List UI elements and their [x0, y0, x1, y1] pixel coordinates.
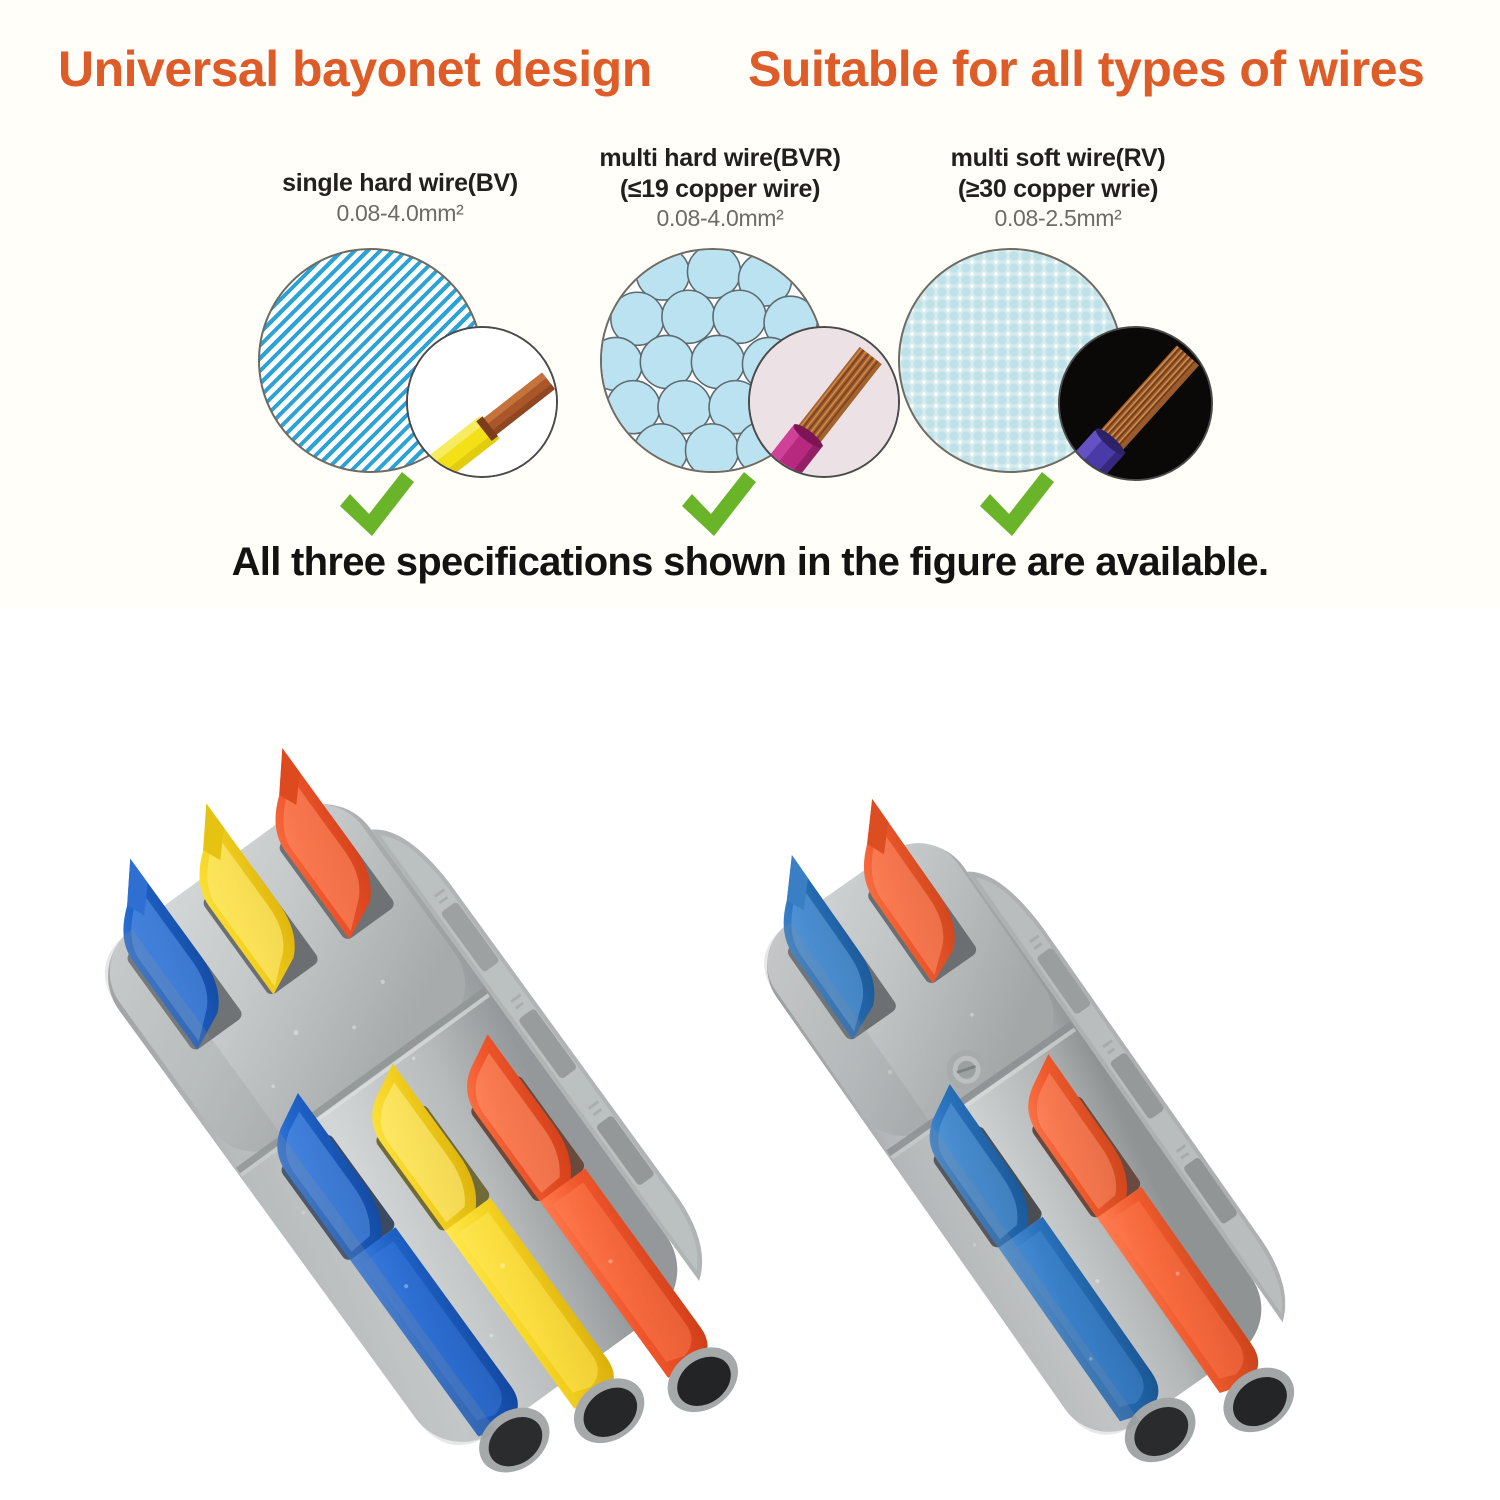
wire-diagram-3	[898, 248, 1238, 538]
lever-blue-lower	[277, 1092, 518, 1437]
wire-entry-ports-2way	[1124, 1367, 1295, 1463]
magnifier-inset-single-hard-wire	[406, 326, 558, 478]
lever-orange-upper	[275, 748, 371, 940]
infographic-panel: Universal bayonet design Suitable for al…	[0, 0, 1500, 607]
product-photo-area	[0, 607, 1500, 1500]
screw-rivet-icon	[946, 1049, 987, 1090]
magnifier-inset-multi-hard-wire	[748, 326, 900, 478]
lever-orange-lower	[467, 1034, 708, 1378]
headline-universal-bayonet-design: Universal bayonet design	[58, 41, 652, 97]
wire-spec-label-3: multi soft wire(RV) (≥30 copper wrie) 0.…	[908, 143, 1208, 234]
multi-hard-wire-illustration	[750, 328, 898, 476]
wire-diagram-1	[258, 248, 588, 538]
green-check-icon-1	[336, 470, 418, 542]
wire-spec-range-2: 0.08-4.0mm²	[656, 205, 784, 231]
headline-suitable-for-all-wires: Suitable for all types of wires	[748, 41, 1425, 97]
lever-blue-lower-2way	[929, 1084, 1159, 1422]
multi-soft-wire-illustration	[1060, 328, 1211, 479]
green-check-icon-2	[678, 470, 760, 542]
magnifier-inset-multi-soft-wire	[1058, 326, 1213, 481]
wire-spec-subtitle-3: (≥30 copper wrie)	[957, 174, 1159, 203]
side-face-2way	[967, 871, 1286, 1323]
lever-yellow-lower	[372, 1063, 614, 1409]
product-3way-connector	[30, 607, 930, 1500]
single-hard-wire-illustration	[408, 328, 556, 476]
availability-caption: All three specifications shown in the fi…	[231, 540, 1269, 584]
wire-spec-subtitle-2: (≤19 copper wire)	[619, 174, 821, 203]
lever-blue-upper	[123, 858, 219, 1050]
wire-spec-title-2: multi hard wire(BVR)	[599, 144, 841, 172]
product-2way-connector	[620, 657, 1480, 1500]
wire-spec-title-3: multi soft wire(RV)	[950, 144, 1166, 172]
wire-spec-title-1: single hard wire(BV)	[282, 169, 518, 197]
lever-orange-lower-2way	[1028, 1054, 1259, 1394]
wire-spec-range-1: 0.08-4.0mm²	[336, 199, 464, 226]
lever-yellow-upper	[199, 803, 295, 995]
green-check-icon-3	[976, 470, 1058, 542]
wire-diagram-2	[600, 248, 930, 538]
side-face-3way	[371, 829, 703, 1282]
lever-blue-upper-2way	[783, 855, 875, 1040]
wire-spec-label-2: multi hard wire(BVR) (≤19 copper wire) 0…	[565, 143, 875, 234]
wire-spec-range-3: 0.08-2.5mm²	[994, 205, 1122, 231]
wire-spec-label-1: single hard wire(BV) 0.08-4.0mm²	[250, 168, 550, 228]
wire-entry-ports-3way	[479, 1347, 738, 1473]
lever-orange-upper-2way	[863, 798, 955, 984]
